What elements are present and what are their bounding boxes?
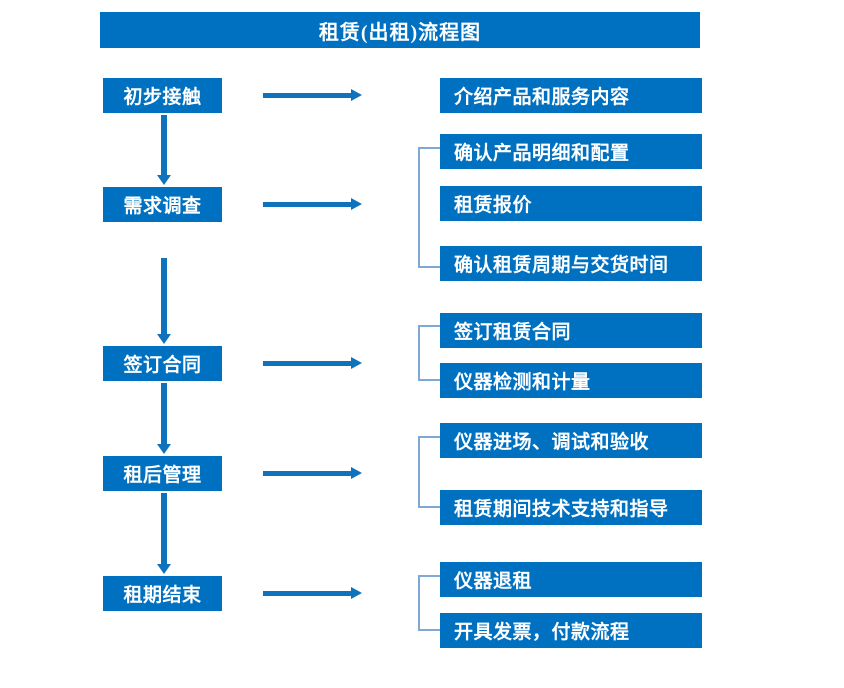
stage-node-租后管理[interactable]: 租后管理 [103, 456, 222, 491]
arrow-head [351, 198, 362, 210]
arrow-shaft [263, 471, 352, 476]
horizontal-arrow-icon-5 [263, 587, 362, 600]
arrow-head [157, 564, 171, 574]
detail-node-仪器退租[interactable]: 仪器退租 [440, 562, 702, 597]
detail-node-介绍产品和服务内容[interactable]: 介绍产品和服务内容 [440, 78, 702, 113]
arrow-shaft [161, 258, 167, 334]
group-bracket-签订合同 [418, 325, 440, 381]
detail-node-租赁报价[interactable]: 租赁报价 [440, 186, 702, 221]
group-bracket-租后管理 [418, 436, 440, 508]
group-bracket-需求调查 [418, 147, 440, 268]
detail-node-签订租赁合同[interactable]: 签订租赁合同 [440, 313, 702, 348]
group-bracket-租期结束 [418, 575, 440, 631]
detail-node-确认产品明细和配置[interactable]: 确认产品明细和配置 [440, 134, 702, 169]
detail-node-确认租赁周期与交货时间[interactable]: 确认租赁周期与交货时间 [440, 246, 702, 281]
arrow-head [157, 175, 171, 185]
page-title: 租赁(出租)流程图 [100, 12, 700, 48]
detail-node-租赁期间技术支持和指导[interactable]: 租赁期间技术支持和指导 [440, 490, 702, 525]
arrow-shaft [161, 115, 167, 175]
detail-node-仪器检测和计量[interactable]: 仪器检测和计量 [440, 363, 702, 398]
horizontal-arrow-icon-4 [263, 467, 362, 480]
arrow-head [157, 334, 171, 344]
stage-node-签订合同[interactable]: 签订合同 [103, 346, 222, 381]
arrow-head [351, 587, 362, 599]
arrow-shaft [161, 493, 167, 564]
vertical-arrow-icon-4 [157, 493, 171, 574]
horizontal-arrow-icon-3 [263, 357, 362, 370]
vertical-arrow-icon-1 [157, 115, 171, 185]
arrow-head [351, 357, 362, 369]
vertical-arrow-icon-2 [157, 258, 171, 344]
arrow-shaft [263, 93, 352, 98]
vertical-arrow-icon-3 [157, 383, 171, 454]
arrow-shaft [263, 361, 352, 366]
arrow-head [351, 89, 362, 101]
arrow-shaft [263, 202, 352, 207]
stage-node-需求调查[interactable]: 需求调查 [103, 187, 222, 222]
detail-node-仪器进场调试和验收[interactable]: 仪器进场、调试和验收 [440, 423, 702, 458]
stage-node-初步接触[interactable]: 初步接触 [103, 78, 222, 113]
stage-node-租期结束[interactable]: 租期结束 [103, 576, 222, 611]
detail-node-开具发票付款流程[interactable]: 开具发票，付款流程 [440, 613, 702, 648]
arrow-shaft [263, 591, 352, 596]
arrow-shaft [161, 383, 167, 444]
arrow-head [351, 467, 362, 479]
horizontal-arrow-icon-2 [263, 198, 362, 211]
horizontal-arrow-icon-1 [263, 89, 362, 102]
arrow-head [157, 444, 171, 454]
